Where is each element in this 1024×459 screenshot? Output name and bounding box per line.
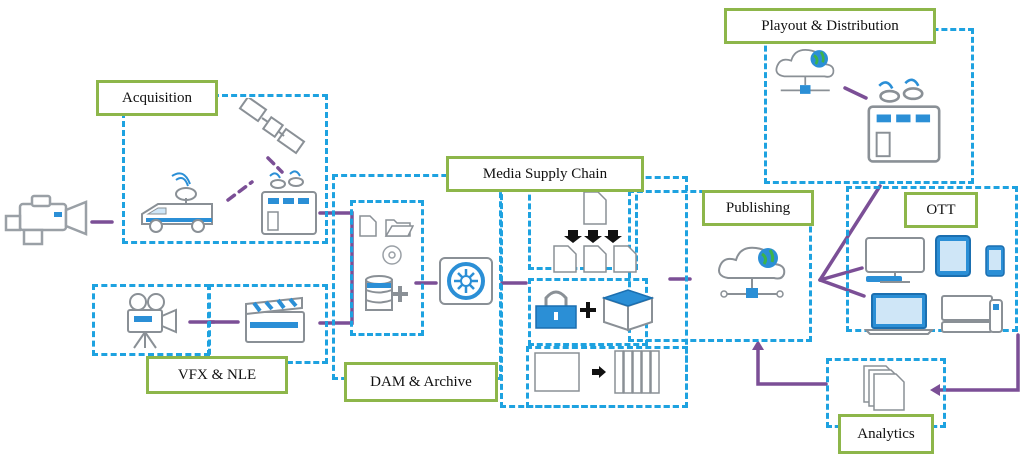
cloud-icon bbox=[718, 246, 786, 298]
monitor-icon bbox=[865, 237, 925, 283]
film-camera-icon bbox=[127, 293, 177, 349]
arrow-right-icon bbox=[592, 366, 606, 378]
label-vfx-nle: VFX & NLE bbox=[146, 356, 288, 394]
laptop-icon bbox=[864, 293, 934, 335]
label-dam-archive: DAM & Archive bbox=[344, 362, 498, 402]
arrow-publishing bbox=[752, 340, 764, 350]
clapperboard-icon bbox=[245, 296, 305, 343]
document-icon bbox=[583, 191, 607, 225]
cloud-icon bbox=[775, 49, 835, 94]
msc-archive-box bbox=[526, 346, 688, 408]
broadcast-station-icon bbox=[261, 170, 317, 235]
box-icon bbox=[601, 289, 655, 332]
dam-inner-box bbox=[350, 200, 424, 336]
tablet-icon bbox=[935, 235, 971, 277]
archive-slices-icon bbox=[614, 350, 660, 394]
vault-icon bbox=[439, 257, 493, 305]
flow-publishing-ott-3 bbox=[818, 278, 866, 298]
label-analytics: Analytics bbox=[838, 414, 934, 454]
console-icon bbox=[941, 295, 1003, 333]
arrow-analytics bbox=[930, 384, 940, 396]
label-publishing: Publishing bbox=[702, 190, 814, 226]
flow-ott-analytics bbox=[932, 333, 1020, 392]
satellite-icon bbox=[238, 98, 306, 155]
label-playout-distribution: Playout & Distribution bbox=[724, 8, 936, 44]
archive-page-icon bbox=[534, 352, 580, 392]
plus-icon bbox=[580, 302, 596, 318]
disc-icon bbox=[382, 245, 402, 265]
broadcast-station-icon bbox=[867, 78, 941, 163]
label-ott: OTT bbox=[904, 192, 978, 228]
flow-playout-link bbox=[843, 86, 868, 100]
analytics-docs-icon bbox=[863, 365, 905, 411]
flow-publishing-ott-2 bbox=[818, 266, 864, 282]
folder-icon bbox=[384, 219, 414, 237]
arrows-icon bbox=[564, 230, 622, 243]
flow-sat-station bbox=[266, 156, 284, 174]
label-media-supply-chain: Media Supply Chain bbox=[446, 156, 644, 192]
camera-icon bbox=[4, 194, 88, 246]
flow-publishing-ott bbox=[818, 184, 882, 282]
label-acquisition: Acquisition bbox=[96, 80, 218, 116]
lock-icon bbox=[535, 290, 577, 329]
broadcast-van-icon bbox=[141, 172, 213, 233]
flow-van-station bbox=[226, 180, 254, 202]
document-icon bbox=[359, 215, 377, 237]
database-icon bbox=[365, 275, 408, 311]
flow-analytics-publishing bbox=[756, 344, 828, 386]
document-icon bbox=[553, 245, 637, 273]
phone-icon bbox=[985, 245, 1005, 277]
acquisition-box bbox=[122, 94, 328, 244]
